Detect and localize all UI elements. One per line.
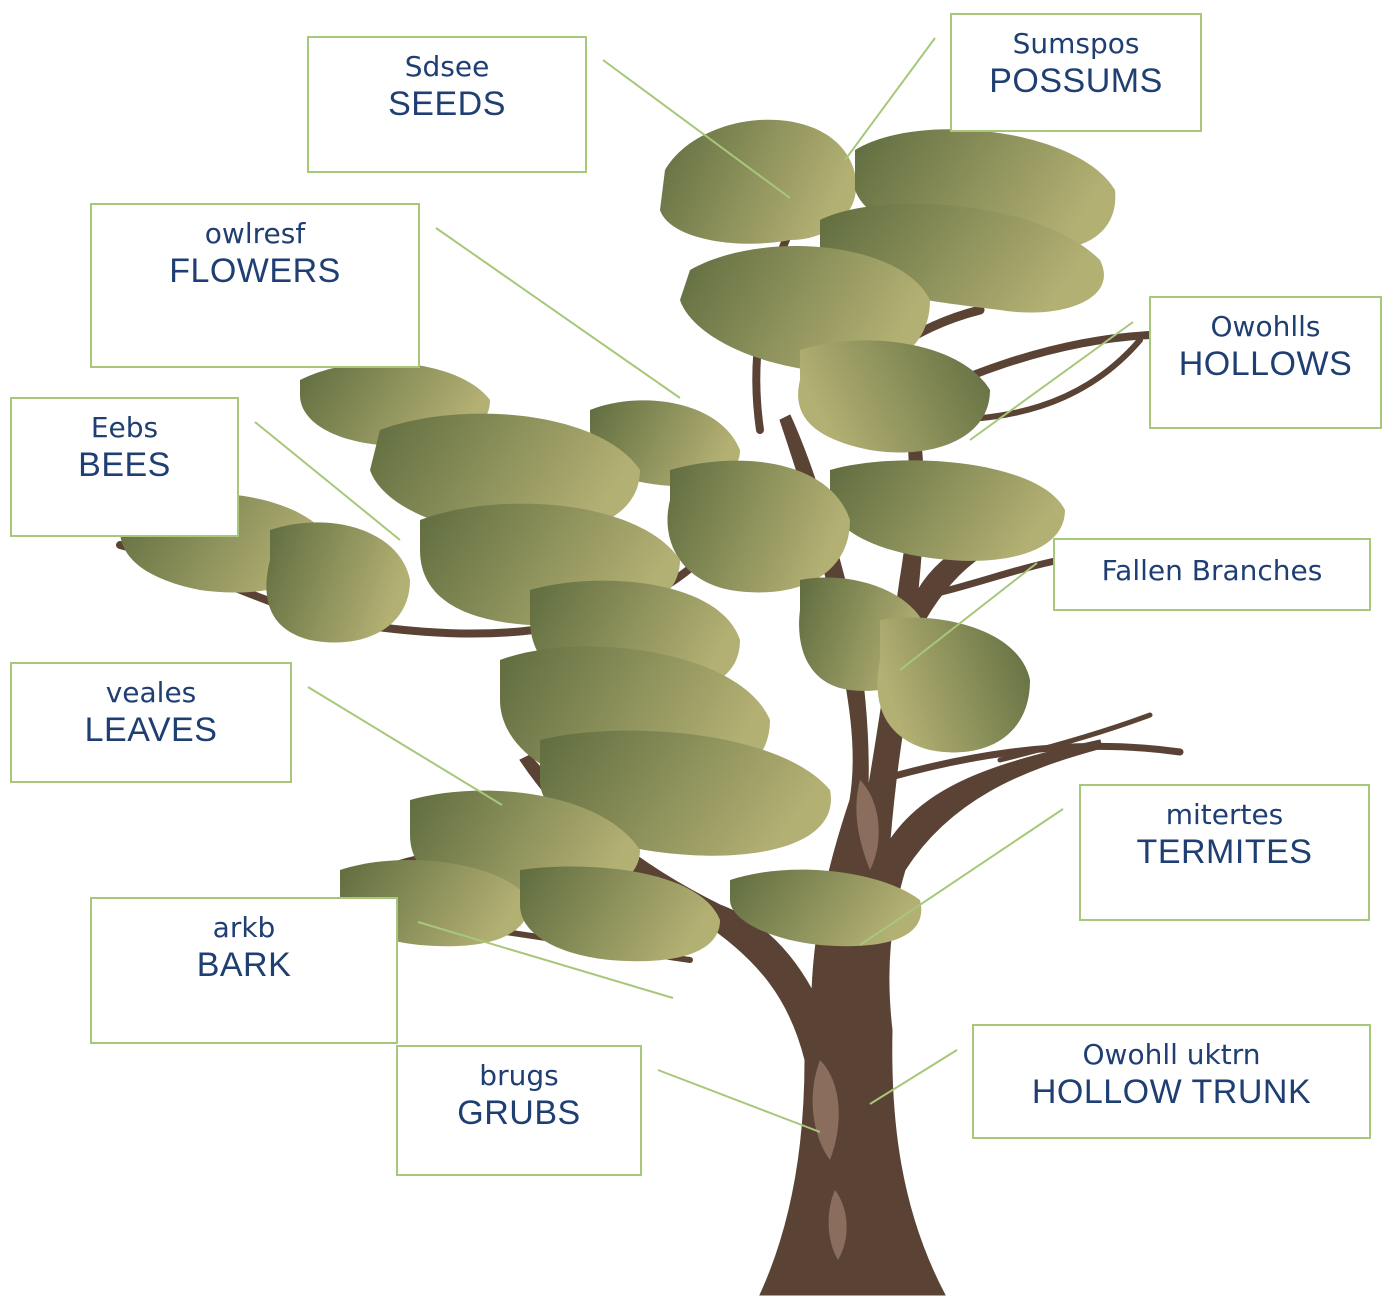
- label-hollow-trunk: Owohll uktrn HOLLOW TRUNK: [972, 1024, 1371, 1139]
- label-leaves: veales LEAVES: [10, 662, 292, 783]
- answer-word: POSSUMS: [952, 61, 1200, 101]
- answer-word: HOLLOW TRUNK: [974, 1072, 1369, 1112]
- label-grubs: brugs GRUBS: [396, 1045, 642, 1176]
- label-hollows: Owohlls HOLLOWS: [1149, 296, 1382, 429]
- label-flowers: owlresf FLOWERS: [90, 203, 420, 368]
- scrambled-word: Sdsee: [309, 50, 585, 84]
- scrambled-word: veales: [12, 676, 290, 710]
- answer-word: TERMITES: [1081, 832, 1368, 872]
- answer-word: GRUBS: [398, 1093, 640, 1133]
- scrambled-word: brugs: [398, 1059, 640, 1093]
- answer-word: SEEDS: [309, 84, 585, 124]
- connector-grubs: [658, 1070, 820, 1132]
- scrambled-word: Owohlls: [1151, 310, 1380, 344]
- answer-word: HOLLOWS: [1151, 344, 1380, 384]
- label-fallen-branches: Fallen Branches: [1053, 538, 1371, 611]
- scrambled-word: owlresf: [92, 217, 418, 251]
- answer-word: FLOWERS: [92, 251, 418, 291]
- connector-hollows: [970, 322, 1133, 440]
- label-seeds: Sdsee SEEDS: [307, 36, 587, 173]
- connector-flowers: [436, 228, 680, 398]
- label-bark: arkb BARK: [90, 897, 398, 1044]
- label-bees: Eebs BEES: [10, 397, 239, 537]
- scrambled-word: Eebs: [12, 411, 237, 445]
- label-possums: Sumspos POSSUMS: [950, 13, 1202, 132]
- scrambled-word: Sumspos: [952, 27, 1200, 61]
- scrambled-word: Owohll uktrn: [974, 1038, 1369, 1072]
- answer-word: BARK: [92, 945, 396, 985]
- answer-word: LEAVES: [12, 710, 290, 750]
- label-termites: mitertes TERMITES: [1079, 784, 1370, 921]
- connector-leaves: [308, 687, 502, 805]
- answer-word: BEES: [12, 445, 237, 485]
- scrambled-word: arkb: [92, 911, 396, 945]
- scrambled-word: mitertes: [1081, 798, 1368, 832]
- scrambled-word: Fallen Branches: [1055, 554, 1369, 588]
